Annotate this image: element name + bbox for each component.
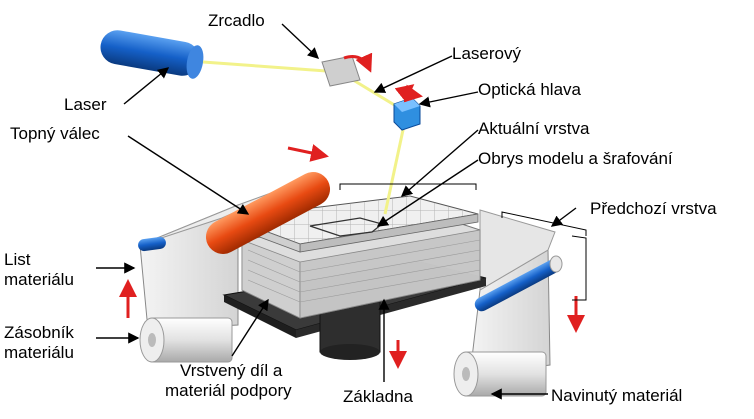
label-mirror: Zrcadlo xyxy=(208,11,265,30)
label-layered-part-2: materiál podpory xyxy=(165,381,292,400)
guide-roller-right xyxy=(474,255,563,312)
guide-roller-left xyxy=(138,236,166,252)
label-contour-hatching: Obrys modelu a šrafování xyxy=(478,149,673,168)
label-material-supply-1: Zásobník xyxy=(4,323,74,342)
model-contour xyxy=(309,217,384,237)
take-up-roll xyxy=(453,351,547,397)
label-previous-layer: Předchozí vrstva xyxy=(590,199,717,218)
label-current-layer: Aktuální vrstva xyxy=(478,119,590,138)
label-base: Základna xyxy=(343,387,413,406)
label-laser: Laser xyxy=(64,95,107,114)
current-layer xyxy=(229,195,479,253)
label-material-sheet-2: materiálu xyxy=(4,270,74,289)
layered-part-and-support xyxy=(241,211,481,319)
label-material-supply-2: materiálu xyxy=(4,343,74,362)
laser-source xyxy=(100,30,204,79)
label-laser-beam: Laserový xyxy=(452,44,521,63)
leader-lines xyxy=(96,23,577,400)
label-optical-head: Optická hlava xyxy=(478,80,581,99)
label-take-up: Navinutý materiál xyxy=(551,386,683,405)
red-arrows xyxy=(119,52,585,369)
optical-head xyxy=(393,97,421,131)
label-material-sheet-1: List xyxy=(4,250,31,269)
mirror xyxy=(321,55,361,87)
brackets xyxy=(339,183,587,301)
supply-roll xyxy=(139,317,233,363)
label-heated-roller: Topný válec xyxy=(10,124,100,143)
label-layered-part-1: Vrstvený díl a xyxy=(180,361,283,380)
heated-roller xyxy=(205,172,331,254)
